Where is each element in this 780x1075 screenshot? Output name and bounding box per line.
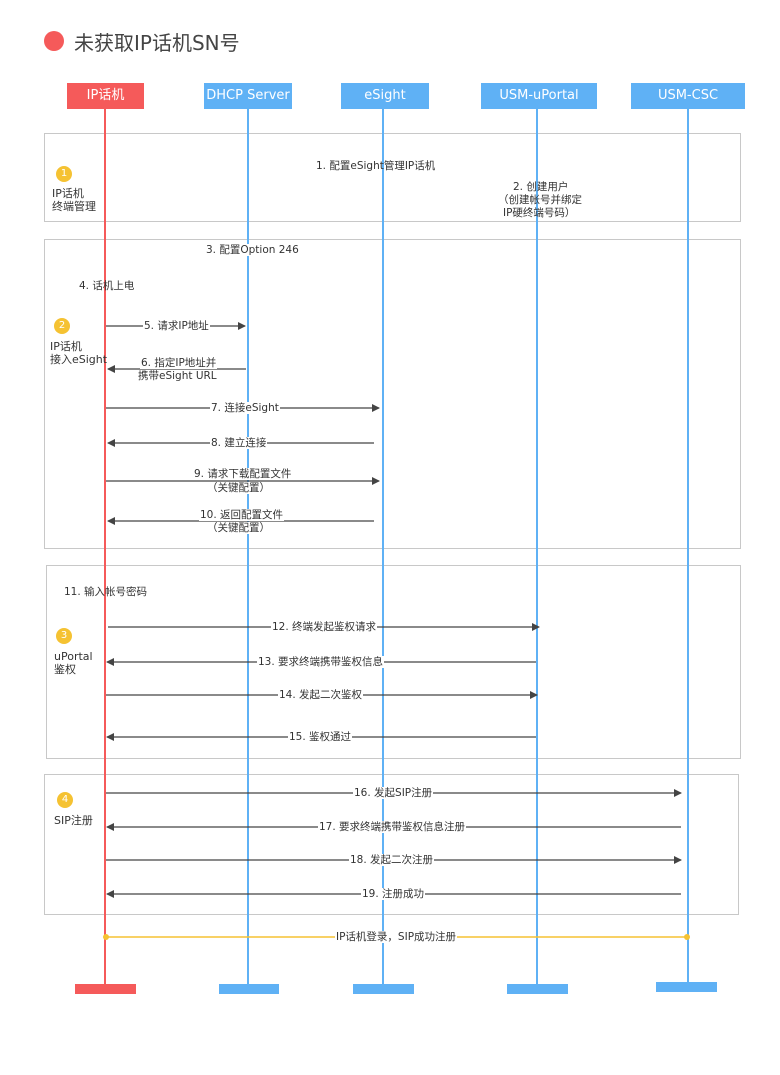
section-3-label-line2: 鉴权 [54, 663, 76, 676]
badge-2: 2 [54, 318, 70, 334]
msg-6a: 6. 指定IP地址并 [140, 357, 218, 369]
msg-16: 16. 发起SIP注册 [353, 787, 434, 799]
msg-1: 1. 配置eSight管理IP话机 [316, 160, 436, 172]
page-title: 未获取IP话机SN号 [44, 26, 240, 56]
msg-8: 8. 建立连接 [210, 437, 268, 449]
section-terminal-management [44, 133, 741, 222]
lifeline-esight [382, 109, 384, 986]
lifeline-ip-phone [104, 109, 106, 986]
badge-4: 4 [57, 792, 73, 808]
title-text: 未获取IP话机SN号 [74, 30, 240, 55]
section-sip-register [44, 774, 739, 915]
msg-3: 3. 配置Option 246 [205, 244, 300, 256]
lifeline-usm-csc [687, 109, 689, 982]
msg-11: 11. 输入帐号密码 [64, 586, 148, 598]
title-dot-icon [44, 31, 64, 51]
footer-ip-phone [75, 984, 136, 994]
msg-7: 7. 连接eSight [210, 402, 280, 414]
msg-5: 5. 请求IP地址 [143, 320, 210, 332]
msg-9a: 9. 请求下载配置文件 [193, 468, 293, 480]
section-2-label-line2: 接入eSight [50, 353, 108, 366]
badge-1: 1 [56, 166, 72, 182]
footer-usm-uportal [507, 984, 568, 994]
actor-ip-phone: IP话机 [67, 83, 144, 109]
section-2-label-line1: IP话机 [50, 340, 82, 353]
msg-19: 19. 注册成功 [361, 888, 426, 900]
msg-14: 14. 发起二次鉴权 [278, 689, 364, 701]
msg-10a: 10. 返回配置文件 [199, 509, 285, 521]
badge-3: 3 [56, 628, 72, 644]
section-4-label: SIP注册 [54, 814, 93, 827]
msg-13: 13. 要求终端携带鉴权信息 [257, 656, 385, 668]
section-1-label-line1: IP话机 [52, 187, 84, 200]
section-3-label: uPortal 鉴权 [54, 650, 93, 676]
section-2-label: IP话机 接入eSight [50, 340, 107, 366]
final-dot-right [684, 934, 690, 940]
actor-dhcp-server: DHCP Server [204, 83, 292, 109]
lifeline-dhcp-server [247, 109, 249, 986]
msg-2b: （创建帐号并绑定 [498, 194, 582, 206]
msg-10b: （关键配置） [206, 522, 271, 534]
section-1-label-line2: 终端管理 [52, 200, 96, 213]
msg-4: 4. 话机上电 [79, 280, 135, 292]
msg-12: 12. 终端发起鉴权请求 [271, 621, 378, 633]
footer-dhcp-server [219, 984, 279, 994]
lifeline-usm-uportal [536, 109, 538, 986]
msg-15: 15. 鉴权通过 [288, 731, 353, 743]
actor-usm-csc: USM-CSC [631, 83, 745, 109]
msg-6b: 携带eSight URL [137, 370, 218, 382]
footer-usm-csc [656, 982, 717, 992]
msg-2a: 2. 创建用户 [513, 181, 569, 193]
msg-2c: IP硬终端号码） [503, 207, 576, 219]
section-access-esight [44, 239, 741, 549]
section-3-label-line1: uPortal [54, 650, 93, 663]
msg-17: 17. 要求终端携带鉴权信息注册 [318, 821, 467, 833]
msg-18: 18. 发起二次注册 [349, 854, 435, 866]
actor-usm-uportal: USM-uPortal [481, 83, 597, 109]
final-dot-left [103, 934, 109, 940]
msg-9b: （关键配置） [206, 482, 271, 494]
actor-esight: eSight [341, 83, 429, 109]
footer-esight [353, 984, 414, 994]
msg-final: IP话机登录，SIP成功注册 [335, 931, 458, 943]
section-uportal-auth [46, 565, 741, 759]
section-1-label: IP话机 终端管理 [52, 187, 96, 213]
